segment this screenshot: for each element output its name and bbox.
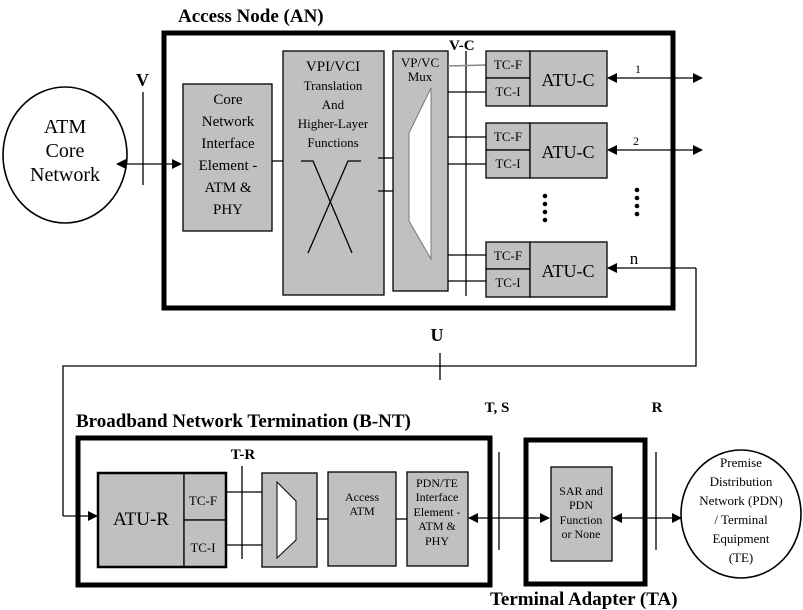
svg-text:Function: Function (560, 513, 603, 527)
svg-text:(TE): (TE) (729, 550, 754, 565)
svg-text:ATM &: ATM & (204, 180, 251, 196)
bnt-frame (75, 435, 493, 588)
svg-text:ATM: ATM (349, 504, 375, 518)
tc-i-label: TC-I (495, 156, 520, 171)
svg-text:Network: Network (202, 114, 255, 130)
svg-text:Access: Access (345, 490, 379, 504)
tc-f-label: TC-F (494, 57, 522, 72)
svg-text:Interface: Interface (416, 490, 459, 504)
ref-point-tr: T-R (231, 447, 256, 463)
svg-text:PHY: PHY (213, 202, 243, 218)
core-network-interface-block (182, 83, 273, 232)
line-label-1: 1 (635, 62, 641, 76)
tc-f-label: TC-F (494, 248, 522, 263)
svg-text:Core: Core (46, 140, 85, 162)
atu-c-unit-2: TC-F TC-I ATU-C (485, 122, 608, 179)
bnt-mux-trapezoid-icon (276, 480, 297, 560)
svg-text:Translation: Translation (304, 78, 363, 93)
svg-text:VPI/VCI: VPI/VCI (306, 59, 360, 75)
bnt-tc-i-label: TC-I (190, 540, 215, 555)
loop-wire (62, 268, 697, 516)
vpi-vci-translation-label: VPI/VCI Translation And Higher-Layer Fun… (298, 59, 369, 150)
atu-c-unit-1: TC-F TC-I ATU-C (485, 50, 608, 107)
access-node-frame (161, 30, 676, 311)
svg-text:Functions: Functions (307, 135, 358, 150)
premise-network-node (680, 449, 802, 579)
svg-text:ATM &: ATM & (418, 519, 456, 533)
svg-text:ATM: ATM (44, 116, 86, 138)
access-node-title: Access Node (AN) (178, 6, 324, 27)
vpi-vci-translation-block (282, 50, 385, 296)
ref-point-vc: V-C (449, 38, 475, 54)
ellipsis-dots-icon (542, 187, 640, 223)
pdn-te-interface-label: PDN/TE Interface Element - ATM & PHY (414, 476, 461, 548)
svg-text:PDN/TE: PDN/TE (416, 476, 458, 490)
tc-f-label: TC-F (494, 129, 522, 144)
ref-point-ts: T, S (485, 400, 510, 416)
svg-text:PHY: PHY (425, 534, 449, 548)
cross-connect-icon (301, 160, 361, 254)
atm-core-network-node (2, 86, 128, 224)
mux-trapezoid-icon (408, 87, 432, 261)
svg-text:Element -: Element - (414, 505, 461, 519)
svg-text:Network: Network (30, 164, 100, 186)
atu-c-label: ATU-C (542, 261, 595, 281)
access-atm-label: Access ATM (345, 490, 379, 518)
svg-text:Higher-Layer: Higher-Layer (298, 116, 369, 131)
svg-text:Premise: Premise (720, 455, 762, 470)
svg-text:Mux: Mux (408, 69, 433, 84)
ref-point-v: V (136, 70, 149, 90)
tc-i-label: TC-I (495, 84, 520, 99)
svg-text:PDN: PDN (569, 498, 593, 512)
bnt-title: Broadband Network Termination (B-NT) (76, 411, 411, 432)
atu-c-unit-n: TC-F TC-I ATU-C (485, 241, 608, 298)
svg-text:Network (PDN): Network (PDN) (699, 493, 782, 508)
access-atm-block (327, 471, 397, 567)
vp-vc-mux-label: VP/VC Mux (401, 55, 439, 84)
atm-core-network-label: ATM Core Network (30, 116, 100, 186)
svg-text:Equipment: Equipment (712, 531, 769, 546)
premise-network-label: Premise Distribution Network (PDN) / Ter… (699, 455, 782, 565)
core-network-interface-label: Core Network Interface Element - ATM & P… (199, 92, 258, 218)
svg-text:And: And (322, 97, 345, 112)
atu-c-label: ATU-C (542, 70, 595, 90)
line-label-2: 2 (633, 134, 639, 148)
terminal-adapter-frame (523, 437, 648, 587)
svg-text:or None: or None (562, 527, 601, 541)
line-label-n: n (630, 249, 639, 268)
svg-text:/ Terminal: / Terminal (714, 512, 768, 527)
svg-text:Distribution: Distribution (710, 474, 773, 489)
svg-text:Core: Core (213, 92, 243, 108)
ref-point-u: U (431, 325, 444, 345)
tc-i-label: TC-I (495, 275, 520, 290)
svg-text:SAR and: SAR and (559, 484, 603, 498)
terminal-adapter-title: Terminal Adapter (TA) (490, 589, 678, 610)
bnt-tc-f-label: TC-F (189, 493, 217, 508)
atu-r-label: ATU-R (113, 509, 169, 530)
svg-text:Element -: Element - (199, 158, 258, 174)
svg-text:VP/VC: VP/VC (401, 55, 439, 70)
atu-c-label: ATU-C (542, 142, 595, 162)
ref-point-r: R (652, 400, 663, 416)
sar-pdn-function-label: SAR and PDN Function or None (559, 484, 603, 541)
svg-text:Interface: Interface (201, 136, 255, 152)
